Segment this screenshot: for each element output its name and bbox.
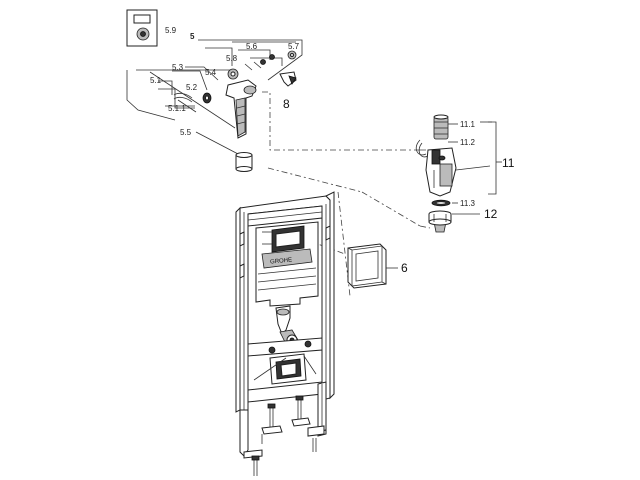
label-5-3: 5.3	[172, 63, 184, 72]
part-5-5-cylinder	[235, 152, 253, 172]
label-5-1-1: 5.1.1	[168, 104, 186, 113]
part-5-1-hose	[173, 92, 197, 113]
label-6: 6	[401, 261, 408, 275]
label-5-7: 5.7	[288, 42, 300, 51]
label-5-2: 5.2	[186, 83, 198, 92]
label-11: 11	[502, 156, 515, 170]
part-11-valve-body	[425, 147, 457, 197]
part-labels: 5.9 5 5.6 5.7 5.8 5.3 5.4 5.1 5.2 5.1.1 …	[150, 26, 515, 275]
part-6-control-plate	[347, 243, 398, 289]
part-5-4-fitting	[227, 68, 239, 80]
label-5-1: 5.1	[150, 76, 162, 85]
label-5-8: 5.8	[226, 54, 238, 63]
label-5-9: 5.9	[165, 26, 177, 35]
label-11-3: 11.3	[460, 199, 476, 208]
part-11-3-seal	[431, 199, 451, 207]
part-5-3-valve-body	[225, 79, 257, 139]
floor-bolts	[251, 395, 317, 476]
part-8-lever	[279, 71, 297, 87]
label-11-1: 11.1	[460, 120, 476, 129]
label-5-5: 5.5	[180, 128, 192, 137]
part-5-9-box	[126, 9, 158, 47]
label-5-6: 5.6	[246, 42, 258, 51]
label-5-4: 5.4	[205, 68, 217, 77]
label-8: 8	[283, 97, 290, 111]
group-11-leaders	[448, 121, 502, 215]
label-12: 12	[484, 207, 498, 221]
installation-frame: GROHE	[235, 191, 335, 459]
label-5: 5	[190, 32, 195, 41]
part-5-8-screws	[244, 54, 275, 71]
part-11-2-cable	[415, 139, 429, 158]
part-5-2-ring	[202, 92, 212, 104]
part-12-flush-outlet	[428, 210, 452, 233]
valve-group-leaders	[126, 39, 303, 156]
label-11-2: 11.2	[460, 138, 476, 147]
part-11-1-float	[433, 114, 449, 140]
frame-logo-text: GROHE	[270, 257, 293, 265]
part-5-7-nut	[287, 50, 297, 60]
